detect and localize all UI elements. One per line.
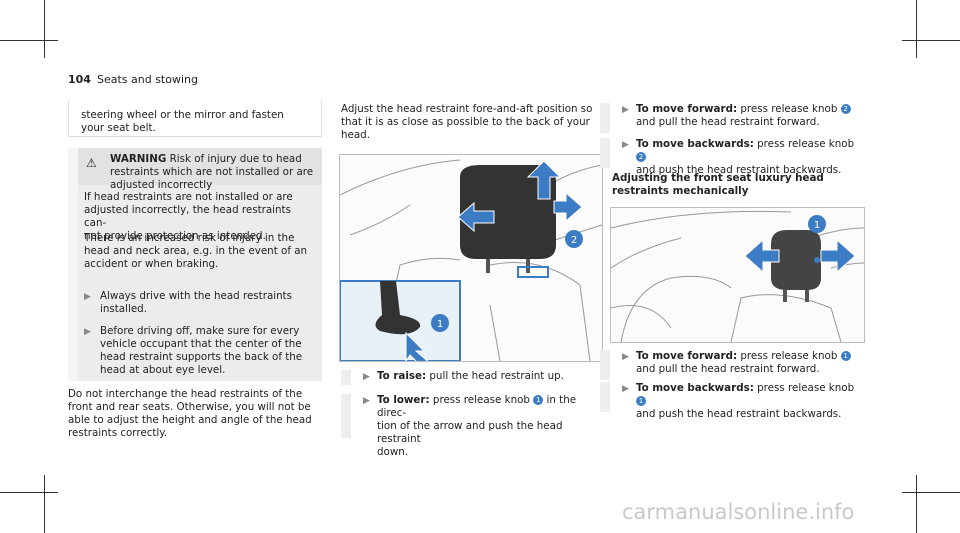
step-text: press release knob bbox=[740, 103, 838, 115]
crop-mark bbox=[902, 492, 960, 493]
arrow-bullet-icon: ▶ bbox=[84, 292, 91, 302]
step-label: To move backwards: bbox=[636, 382, 754, 394]
text-line: There is an increased risk of injury in … bbox=[84, 232, 295, 244]
luxury-head-restraint-illustration: 1 bbox=[611, 210, 864, 342]
crop-mark bbox=[916, 0, 917, 58]
step-label: To move forward: bbox=[636, 350, 738, 362]
text-line: and push the head restraint backwards. bbox=[636, 164, 842, 176]
section-title: Seats and stowing bbox=[96, 73, 198, 86]
arrow-bullet-icon: ▶ bbox=[622, 352, 629, 362]
text-line: Always drive with the head restraints bbox=[100, 290, 293, 302]
warning-paragraph: There is an increased risk of injury in … bbox=[84, 232, 316, 271]
knob-callout: 1 bbox=[840, 351, 851, 361]
arrow-bullet-icon: ▶ bbox=[84, 327, 91, 337]
text-line: able to adjust the height and angle of t… bbox=[68, 414, 312, 426]
warning-icon: ⚠ bbox=[86, 156, 97, 170]
text-line: accident or when braking. bbox=[84, 258, 219, 270]
intro-paragraph: Adjust the head restraint fore-and-aft p… bbox=[341, 103, 603, 142]
arrow-bullet-icon: ▶ bbox=[622, 140, 629, 150]
body-paragraph: Do not interchange the head restraints o… bbox=[68, 388, 328, 440]
text-line: and pull the head restraint forward. bbox=[636, 116, 820, 128]
text-line: Adjust the head restraint fore-and-aft p… bbox=[341, 103, 593, 115]
text-line: Adjusting the front seat luxury head bbox=[612, 172, 824, 184]
text-line: Do not interchange the head restraints o… bbox=[68, 388, 303, 400]
arrow-bullet-icon: ▶ bbox=[363, 396, 370, 406]
step-text: press release knob bbox=[740, 350, 838, 362]
text-line: adjusted incorrectly, the head restraint… bbox=[84, 204, 291, 229]
arrow-bullet-icon: ▶ bbox=[622, 384, 629, 394]
text-line: steering wheel or the mirror and fasten bbox=[81, 109, 284, 121]
knob-callout: 2 bbox=[636, 152, 646, 162]
text-line: tion of the arrow and push the head rest… bbox=[377, 420, 563, 445]
crop-mark bbox=[902, 40, 960, 41]
head-restraint-illustration: 2 1 bbox=[340, 159, 602, 361]
text-line: front and rear seats. Otherwise, you wil… bbox=[68, 401, 311, 413]
arrow-bullet-icon: ▶ bbox=[622, 105, 629, 115]
warning-box: ⚠ WARNING Risk of injury due to head res… bbox=[68, 148, 322, 381]
text-line: down. bbox=[377, 446, 409, 458]
text-line: and pull the head restraint forward. bbox=[636, 363, 820, 375]
callout-1: 1 bbox=[437, 319, 443, 330]
text-line: head restraint supports the back of the bbox=[100, 351, 303, 363]
knob-callout: 2 bbox=[840, 104, 851, 114]
knob-callout: 1 bbox=[533, 395, 544, 405]
arrow-bullet-icon: ▶ bbox=[363, 372, 370, 382]
crop-mark bbox=[44, 0, 45, 58]
crop-mark bbox=[0, 492, 58, 493]
section-heading: Adjusting the front seat luxury head res… bbox=[612, 172, 852, 198]
step-text: press release knob bbox=[757, 382, 855, 394]
text-line: head at about eye level. bbox=[100, 364, 226, 376]
step-label: To lower: bbox=[377, 394, 430, 406]
text-line: not provide protection as intended. bbox=[84, 230, 266, 242]
text-line: installed. bbox=[100, 303, 147, 315]
knob-callout: 1 bbox=[636, 396, 646, 406]
text-line: restraints mechanically bbox=[612, 185, 749, 197]
text-line: Risk of injury due to head bbox=[169, 153, 302, 165]
page-number: 104 bbox=[68, 73, 91, 86]
step-label: To move forward: bbox=[636, 103, 738, 115]
text-line: your seat belt. bbox=[81, 122, 156, 134]
callout-1: 1 bbox=[814, 220, 820, 231]
step-text: press release knob bbox=[432, 394, 530, 406]
crop-mark bbox=[916, 475, 917, 533]
text-line: head and neck area, e.g. in the event of… bbox=[84, 245, 308, 257]
warning-title: WARNING Risk of injury due to head restr… bbox=[110, 153, 315, 192]
text-line: and push the head restraint backwards. bbox=[636, 408, 842, 420]
step-text: in the direc- bbox=[377, 394, 577, 419]
luxury-head-restraint-figure: 1 bbox=[610, 207, 865, 343]
step-text: pull the head restraint up. bbox=[429, 370, 564, 382]
watermark: carmanualsonline.info bbox=[622, 500, 855, 524]
step-label: To raise: bbox=[377, 370, 427, 382]
crop-mark bbox=[0, 40, 58, 41]
continuation-box: steering wheel or the mirror and fasten … bbox=[68, 100, 322, 137]
text-line: adjusted incorrectly bbox=[110, 179, 213, 191]
text-line: vehicle occupant that the center of the bbox=[100, 338, 302, 350]
text-line: Before driving off, make sure for every bbox=[100, 325, 300, 337]
text-line: restraints which are not installed or ar… bbox=[110, 166, 314, 178]
text-line: restraints correctly. bbox=[68, 427, 168, 439]
warning-paragraph: If head restraints are not installed or … bbox=[84, 191, 316, 243]
text-line: If head restraints are not installed or … bbox=[84, 191, 293, 203]
head-restraint-figure: 2 1 bbox=[339, 154, 603, 362]
warning-label: WARNING bbox=[110, 153, 167, 165]
step-text: press release knob bbox=[757, 138, 855, 150]
crop-mark bbox=[44, 475, 45, 533]
step-label: To move backwards: bbox=[636, 138, 754, 150]
callout-2: 2 bbox=[571, 235, 577, 246]
page-header: 104 Seats and stowing bbox=[68, 73, 198, 86]
text-line: head. bbox=[341, 129, 370, 141]
text-line: that it is as close as possible to the b… bbox=[341, 116, 590, 128]
